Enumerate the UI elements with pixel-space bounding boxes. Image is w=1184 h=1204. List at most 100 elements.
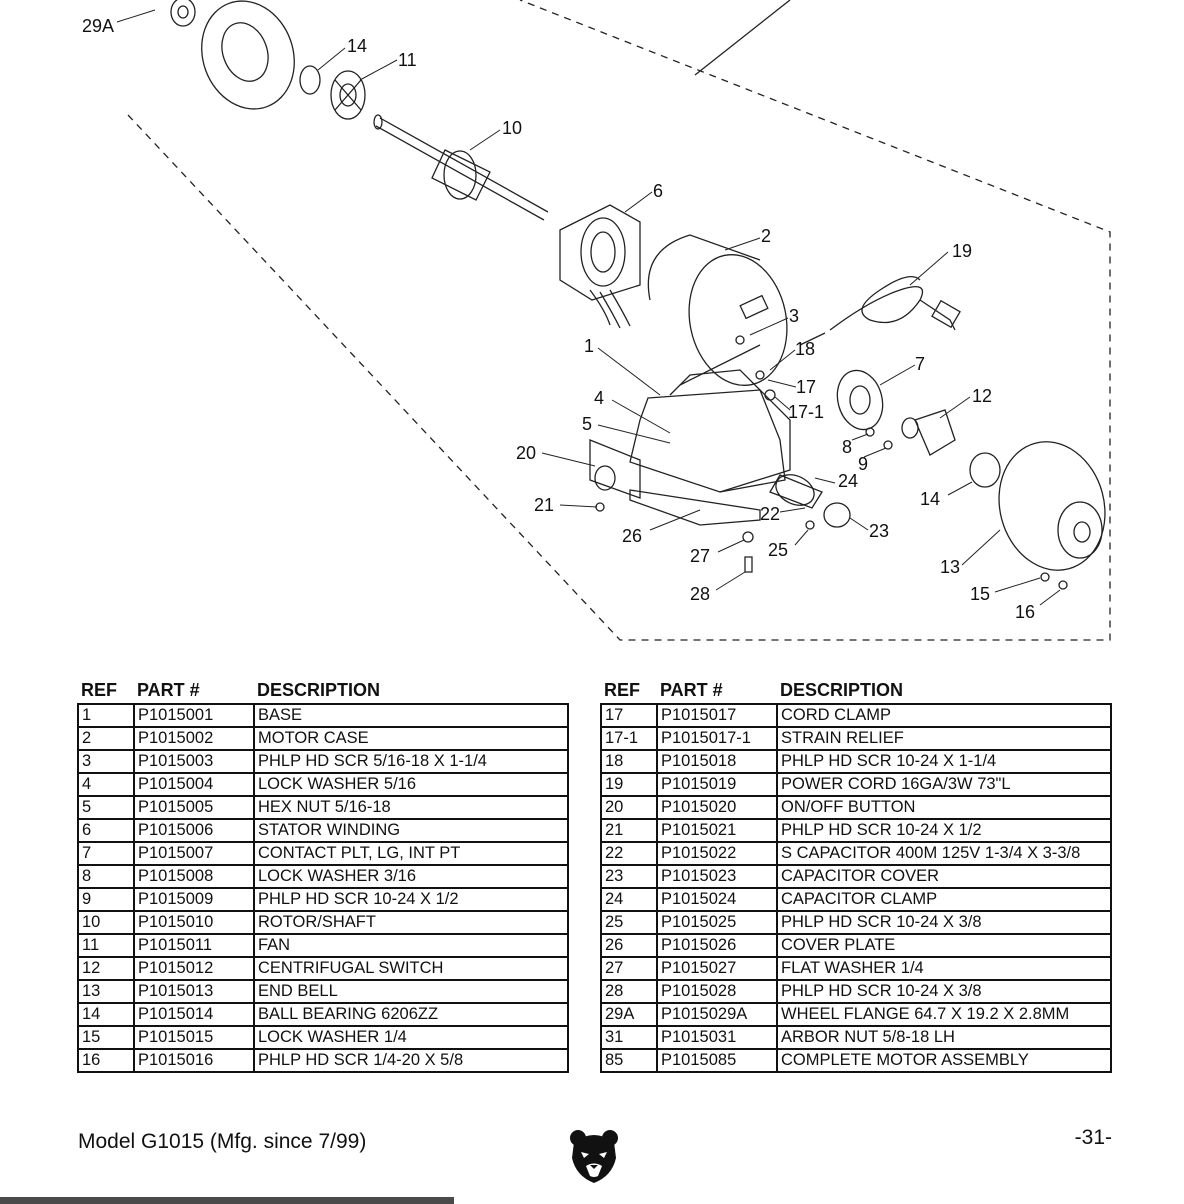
- description-cell: CAPACITOR CLAMP: [776, 887, 1112, 912]
- ref-cell: 14: [77, 1002, 135, 1027]
- part-number-header: PART #: [660, 679, 723, 700]
- description-cell: COMPLETE MOTOR ASSEMBLY: [776, 1048, 1112, 1073]
- part-number-cell: P1015017-1: [656, 726, 778, 751]
- on-off-button: [589, 439, 641, 499]
- callout-label: 28: [690, 584, 710, 604]
- callout-label: 19: [952, 241, 972, 261]
- part-number-cell: P1015001: [133, 703, 255, 728]
- page-number: -31-: [1074, 1126, 1112, 1149]
- ref-cell: 9: [77, 887, 135, 912]
- callout-label: 8: [842, 437, 852, 457]
- part-number-cell: P1015026: [656, 933, 778, 958]
- part-number-cell: P1015025: [656, 910, 778, 935]
- callout-label: 23: [869, 521, 889, 541]
- description-cell: ON/OFF BUTTON: [776, 795, 1112, 820]
- callout-label: 17-1: [788, 402, 824, 422]
- part-number-cell: P1015009: [133, 887, 255, 912]
- description-cell: PHLP HD SCR 10-24 X 3/8: [776, 979, 1112, 1004]
- part-number-cell: P1015008: [133, 864, 255, 889]
- part-number-cell: P1015011: [133, 933, 255, 958]
- leader-lines: [116, 9, 1061, 606]
- part-number-cell: P1015029A: [656, 1002, 778, 1027]
- table-header-row: REF PART # DESCRIPTION: [78, 676, 568, 704]
- ref-cell: 7: [77, 841, 135, 866]
- ref-cell: 6: [77, 818, 135, 843]
- callout-label: 16: [1015, 602, 1035, 622]
- callout-label: 25: [768, 540, 788, 560]
- callout-label: 7: [915, 354, 925, 374]
- description-cell: LOCK WASHER 3/16: [253, 864, 569, 889]
- callout-label: 13: [940, 557, 960, 577]
- contact-plate: [836, 369, 884, 431]
- ref-cell: 13: [77, 979, 135, 1004]
- part-number-cell: P1015027: [656, 956, 778, 981]
- part-number-cell: P1015028: [656, 979, 778, 1004]
- part-number-cell: P1015015: [133, 1025, 255, 1050]
- part-number-cell: P1015005: [133, 795, 255, 820]
- ref-cell: 19: [600, 772, 658, 797]
- description-cell: BALL BEARING 6206ZZ: [253, 1002, 569, 1027]
- ref-cell: 17-1: [600, 726, 658, 751]
- callout-label: 15: [970, 584, 990, 604]
- description-cell: PHLP HD SCR 10-24 X 1/2: [253, 887, 569, 912]
- rotor-shaft: [373, 114, 549, 221]
- description-cell: STATOR WINDING: [253, 818, 569, 843]
- callout-label: 10: [502, 118, 522, 138]
- part-number-cell: P1015003: [133, 749, 255, 774]
- ref-cell: 1: [77, 703, 135, 728]
- callout-label: 3: [789, 306, 799, 326]
- callout-label: 22: [760, 504, 780, 524]
- description-cell: STRAIN RELIEF: [776, 726, 1112, 751]
- ref-cell: 23: [600, 864, 658, 889]
- ref-cell: 16: [77, 1048, 135, 1073]
- part-number-cell: P1015014: [133, 1002, 255, 1027]
- description-header: DESCRIPTION: [257, 679, 381, 700]
- ref-cell: 4: [77, 772, 135, 797]
- part-number-cell: P1015021: [656, 818, 778, 843]
- callout-label: 29A: [82, 16, 114, 36]
- callout-label: 2: [761, 226, 771, 246]
- description-cell: COVER PLATE: [776, 933, 1112, 958]
- description-cell: FLAT WASHER 1/4: [776, 956, 1112, 981]
- description-cell: POWER CORD 16GA/3W 73"L: [776, 772, 1112, 797]
- part-number-cell: P1015020: [656, 795, 778, 820]
- part-number-cell: P1015016: [133, 1048, 255, 1073]
- bottom-bar: [0, 1197, 454, 1204]
- description-cell: WHEEL FLANGE 64.7 X 19.2 X 2.8MM: [776, 1002, 1112, 1027]
- ref-header: REF: [81, 679, 117, 700]
- part-number-cell: P1015006: [133, 818, 255, 843]
- callout-label: 27: [690, 546, 710, 566]
- ref-cell: 12: [77, 956, 135, 981]
- ref-cell: 22: [600, 841, 658, 866]
- ref-cell: 3: [77, 749, 135, 774]
- part-number-header: PART #: [137, 679, 200, 700]
- callout-label: 11: [398, 50, 417, 70]
- description-cell: PHLP HD SCR 10-24 X 1-1/4: [776, 749, 1112, 774]
- footer-model: Model G1015 (Mfg. since 7/99): [78, 1130, 367, 1153]
- end-bell-left: [170, 0, 295, 110]
- callout-label: 26: [622, 526, 642, 546]
- description-cell: ROTOR/SHAFT: [253, 910, 569, 935]
- ref-cell: 11: [77, 933, 135, 958]
